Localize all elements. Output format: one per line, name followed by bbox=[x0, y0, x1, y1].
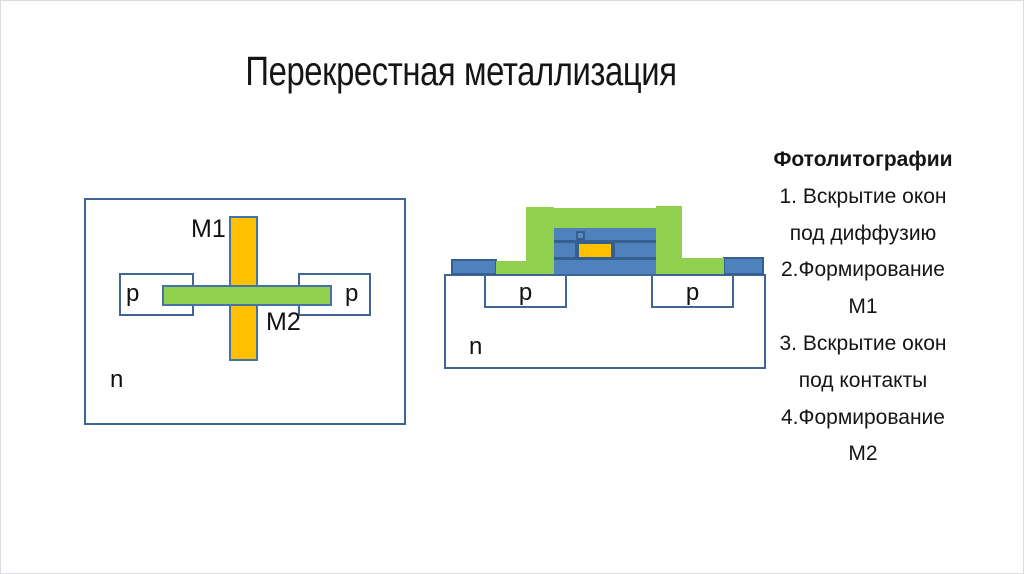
photolithography-line: под контакты bbox=[798, 368, 928, 392]
top-view-p-right-label: p bbox=[345, 280, 359, 307]
cross-section-m1-metal bbox=[577, 242, 613, 259]
top-view-m2-label: М2 bbox=[266, 308, 301, 336]
top-view-n-label: n bbox=[110, 366, 124, 393]
cross-section-p-left-well bbox=[484, 274, 567, 308]
photolithography-line: 1. Вскрытие окон bbox=[779, 184, 947, 208]
photolithography-line: 2.Формирование bbox=[781, 258, 945, 282]
cross-section-m2-bridge-top bbox=[552, 208, 658, 228]
slide-title: Перекрестная металлизация bbox=[245, 48, 677, 94]
photolithography-line: 3. Вскрытие окон bbox=[779, 331, 947, 355]
cross-section-via-edge-right bbox=[612, 242, 615, 258]
top-view-m2-metal-bar bbox=[162, 285, 332, 306]
photolithography-line: под диффузию bbox=[789, 221, 937, 245]
photolithography-list: Фотолитографии 1. Вскрытие окон под дифф… bbox=[756, 142, 970, 473]
top-view-m1-label: М1 bbox=[191, 215, 226, 243]
cross-section-p-left-label: p bbox=[518, 279, 533, 306]
photolithography-heading: Фотолитографии bbox=[773, 148, 953, 171]
cross-section-m2-foot-right bbox=[681, 258, 724, 274]
photolithography-line: М1 bbox=[848, 295, 878, 319]
cross-section-m2-pillar-left bbox=[526, 207, 554, 274]
cross-section-oxide-divider-upper bbox=[554, 240, 656, 243]
cross-section-p-right-well bbox=[651, 274, 734, 308]
photolithography-line: 4.Формирование bbox=[781, 405, 945, 429]
cross-section-m2-foot-left bbox=[496, 261, 528, 274]
cross-section-n-label: n bbox=[469, 333, 483, 360]
cross-section-contact-pad-left bbox=[451, 259, 497, 275]
cross-section-contact-window-square bbox=[576, 231, 585, 240]
top-view-p-left-label: p bbox=[126, 280, 140, 307]
cross-section-p-right-label: p bbox=[685, 279, 700, 306]
cross-section-contact-pad-right bbox=[723, 257, 764, 275]
cross-section-m2-pillar-right bbox=[656, 206, 682, 274]
photolithography-line: М2 bbox=[848, 442, 878, 466]
cross-section-via-edge-left bbox=[575, 242, 578, 258]
